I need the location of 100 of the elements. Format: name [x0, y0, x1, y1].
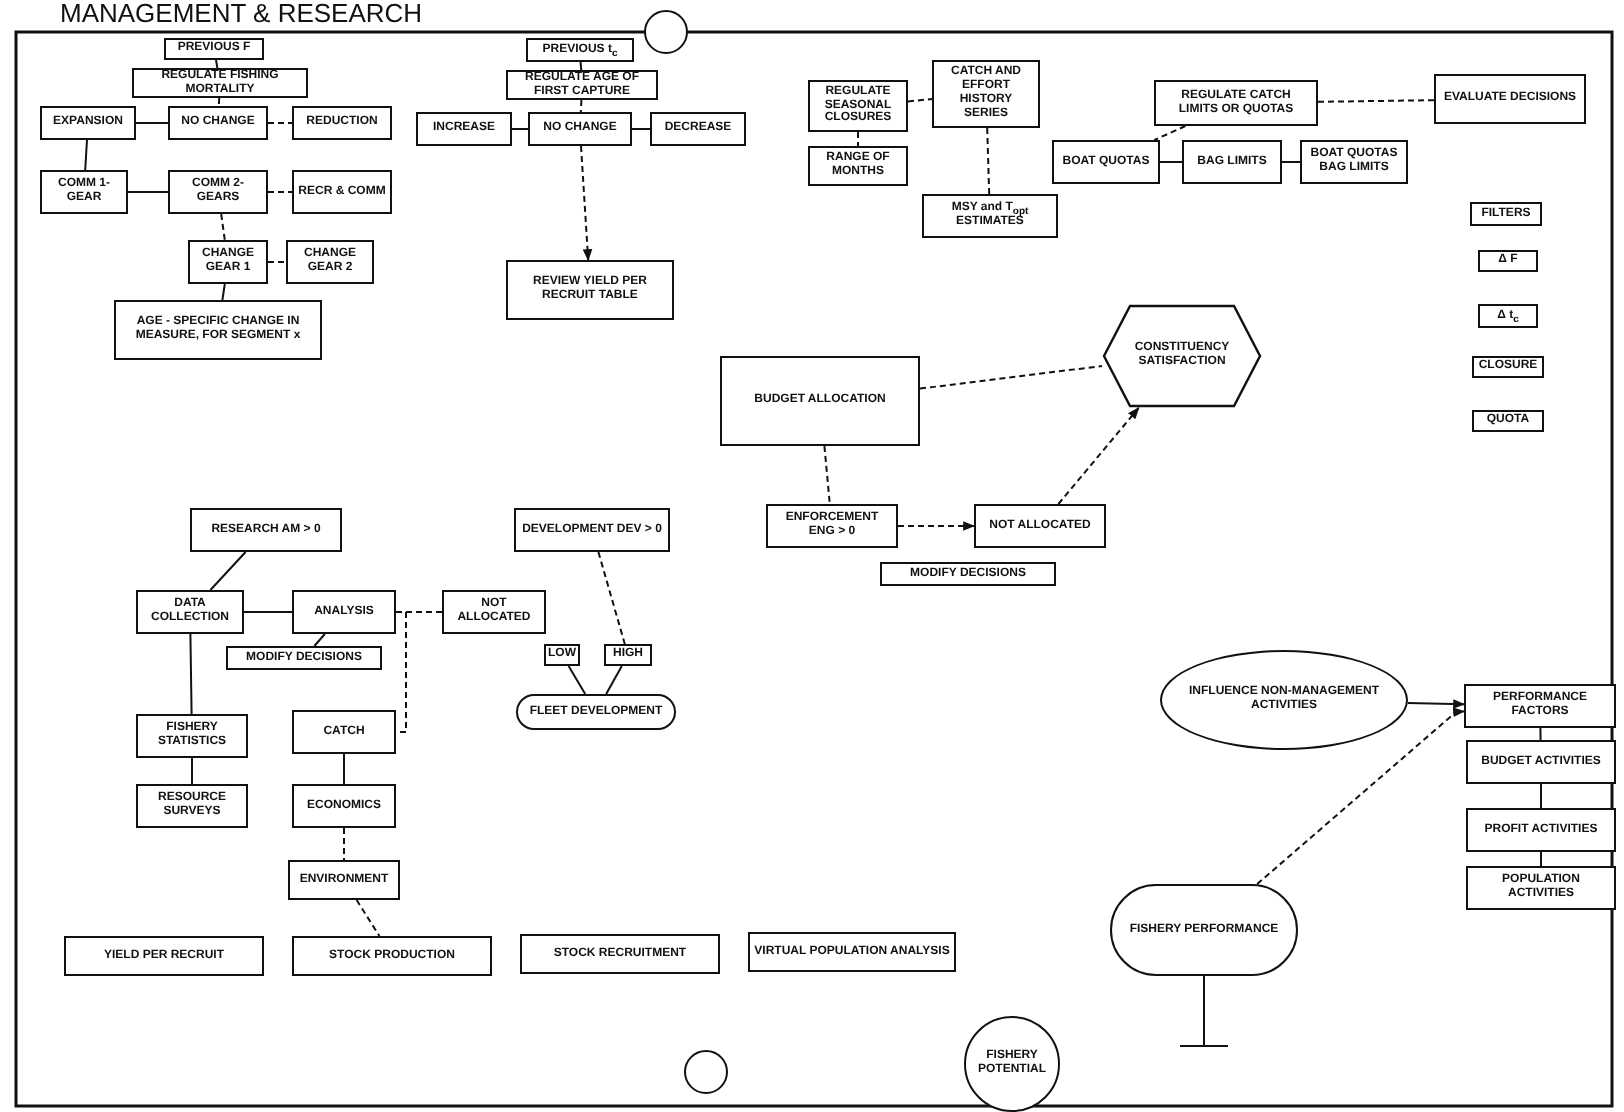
connector	[511, 128, 529, 130]
connector	[343, 827, 345, 861]
connector	[217, 97, 221, 107]
process-box	[1466, 866, 1616, 910]
process-box	[1478, 304, 1538, 328]
connector	[135, 122, 169, 124]
connector	[395, 611, 407, 733]
process-box	[114, 300, 322, 360]
connector	[1256, 707, 1466, 885]
connector	[605, 665, 623, 695]
connector	[1540, 783, 1542, 809]
connector	[127, 191, 169, 193]
process-box	[808, 80, 908, 132]
process-box	[40, 170, 128, 214]
process-box	[288, 860, 400, 900]
process-box	[766, 504, 898, 548]
connector	[313, 633, 326, 647]
connector	[1281, 161, 1301, 163]
connector	[1406, 699, 1466, 709]
hexagon-node	[1102, 304, 1262, 408]
process-box	[1470, 202, 1542, 226]
process-box	[168, 106, 268, 140]
process-box	[164, 38, 264, 60]
process-box	[520, 934, 720, 974]
circle-node	[684, 1050, 728, 1094]
connector	[221, 283, 226, 301]
connector	[267, 261, 287, 263]
process-box	[922, 194, 1058, 238]
connector	[267, 122, 293, 124]
process-box	[168, 170, 268, 214]
process-box	[1478, 250, 1538, 272]
connector	[919, 365, 1103, 390]
process-box	[528, 112, 632, 146]
process-box	[514, 508, 670, 552]
process-box	[1464, 684, 1616, 728]
connector	[355, 899, 381, 937]
rounded-node	[516, 694, 676, 730]
circle-node	[964, 1016, 1060, 1112]
process-box	[1154, 80, 1318, 126]
connector	[907, 98, 933, 103]
diagram-title: MANAGEMENT & RESEARCH	[60, 0, 423, 28]
process-box	[650, 112, 746, 146]
connector	[580, 145, 593, 262]
process-box	[974, 504, 1106, 548]
process-box	[720, 356, 920, 446]
process-box	[292, 936, 492, 976]
process-box	[1434, 74, 1586, 124]
process-box	[188, 240, 268, 284]
circle-node	[644, 10, 688, 54]
connector	[220, 213, 226, 241]
connector	[897, 521, 976, 531]
process-box	[416, 112, 512, 146]
process-box	[1472, 410, 1544, 432]
process-box	[1466, 740, 1616, 784]
connector	[579, 61, 583, 71]
process-box	[880, 562, 1056, 586]
connector	[631, 128, 651, 130]
process-box	[136, 784, 248, 828]
connector	[597, 551, 626, 645]
process-box	[132, 68, 308, 98]
connector	[1057, 407, 1140, 505]
process-box	[292, 170, 392, 214]
process-box	[286, 240, 374, 284]
connector	[1540, 851, 1542, 867]
connector	[243, 611, 293, 613]
connector	[986, 127, 991, 195]
connector	[84, 139, 88, 171]
connector	[1317, 99, 1435, 103]
process-box	[40, 106, 136, 140]
process-box	[932, 60, 1040, 128]
process-box	[1300, 140, 1408, 184]
process-box	[526, 38, 634, 62]
process-box	[292, 590, 396, 634]
connector	[189, 633, 193, 715]
process-box	[1466, 808, 1616, 852]
connector	[1153, 125, 1187, 141]
process-box	[808, 146, 908, 186]
connector	[579, 99, 583, 113]
process-box	[292, 106, 392, 140]
process-box	[292, 710, 396, 754]
process-box	[1182, 140, 1282, 184]
process-box	[506, 70, 658, 100]
process-box	[64, 936, 264, 976]
process-box	[136, 714, 248, 758]
process-box	[1052, 140, 1160, 184]
rounded-node	[1110, 884, 1298, 976]
process-box	[604, 644, 652, 666]
connector	[823, 445, 831, 505]
connector	[567, 665, 587, 695]
process-box	[136, 590, 244, 634]
connector	[1159, 161, 1183, 163]
process-box	[226, 646, 382, 670]
connector	[1539, 727, 1542, 741]
connector	[191, 757, 193, 785]
process-box	[748, 932, 956, 972]
connector	[267, 191, 293, 193]
process-box	[442, 590, 546, 634]
connector	[857, 131, 859, 147]
process-box	[190, 508, 342, 552]
process-box	[506, 260, 674, 320]
